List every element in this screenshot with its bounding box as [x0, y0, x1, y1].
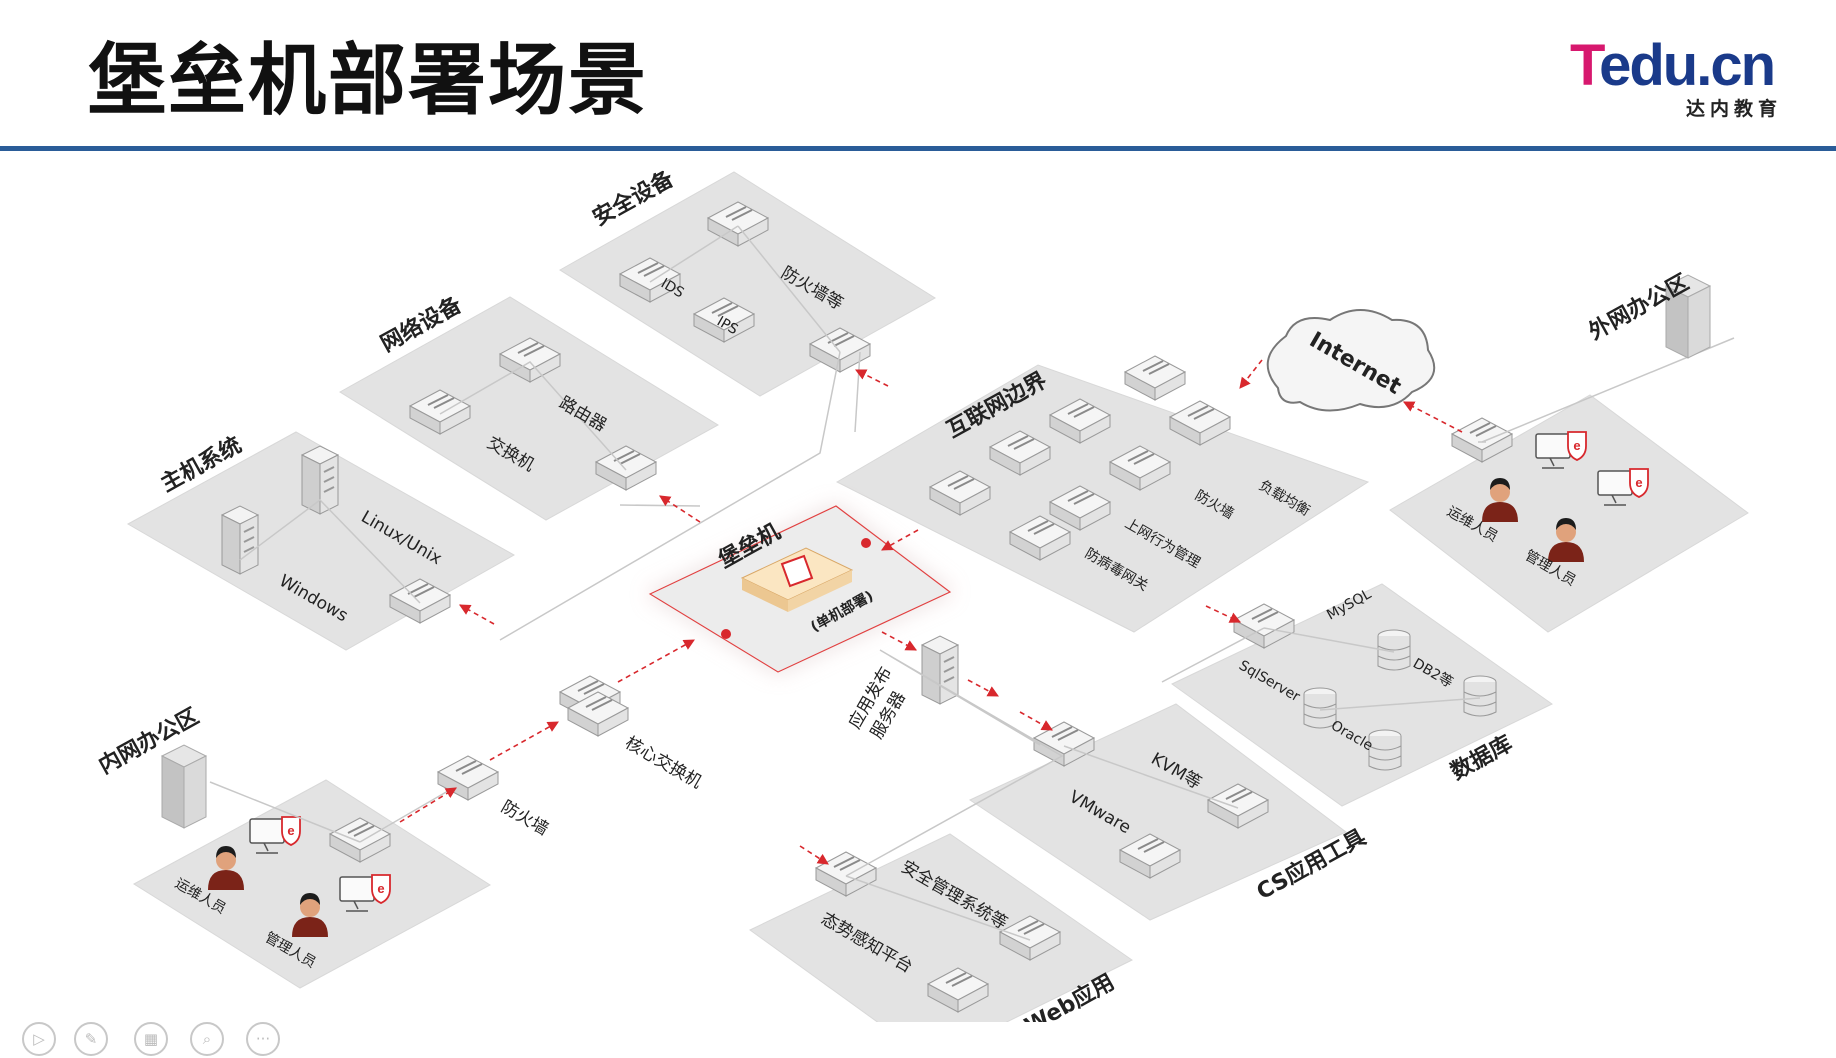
- play-icon[interactable]: ▷: [22, 1022, 56, 1056]
- platform-security-devices: [559, 171, 936, 397]
- platform-host-systems: [126, 431, 516, 651]
- platform-database: [1171, 583, 1553, 807]
- label-firewall: 防火墙: [498, 797, 552, 840]
- zoom-icon[interactable]: ⌕: [190, 1022, 224, 1056]
- bastion-device: [740, 547, 854, 612]
- building-internal: [161, 744, 207, 829]
- grid-icon[interactable]: ▦: [134, 1022, 168, 1056]
- slide-title: 堡垒机部署场景: [88, 36, 649, 126]
- title-divider: [0, 146, 1836, 151]
- label-core-switch: 核心交换机: [622, 733, 706, 793]
- platform-web-apps: [749, 833, 1133, 1022]
- tedu-logo: Tedu.cn 达内教育: [1570, 33, 1810, 121]
- bastion-link-dot-left: [721, 629, 731, 639]
- logo-brand: Tedu.cn: [1570, 33, 1776, 98]
- platform-cs-tools: [968, 703, 1347, 921]
- more-icon[interactable]: ···: [246, 1022, 280, 1056]
- internet-cloud: [1266, 309, 1436, 412]
- core-switch: [559, 675, 629, 737]
- slideshow-controls: ▷ ✎ ▦ ⌕ ···: [0, 1018, 300, 1058]
- platform-internet-border: [835, 355, 1370, 633]
- platform-network-devices: [339, 296, 719, 521]
- deployment-diagram: e: [95, 165, 1749, 1022]
- pen-icon[interactable]: ✎: [74, 1022, 108, 1056]
- traffic-arrows: [399, 359, 1463, 865]
- bastion-link-dot-right: [861, 538, 871, 548]
- platform-internal-office: [133, 779, 491, 989]
- logo-subtitle: 达内教育: [1685, 98, 1782, 120]
